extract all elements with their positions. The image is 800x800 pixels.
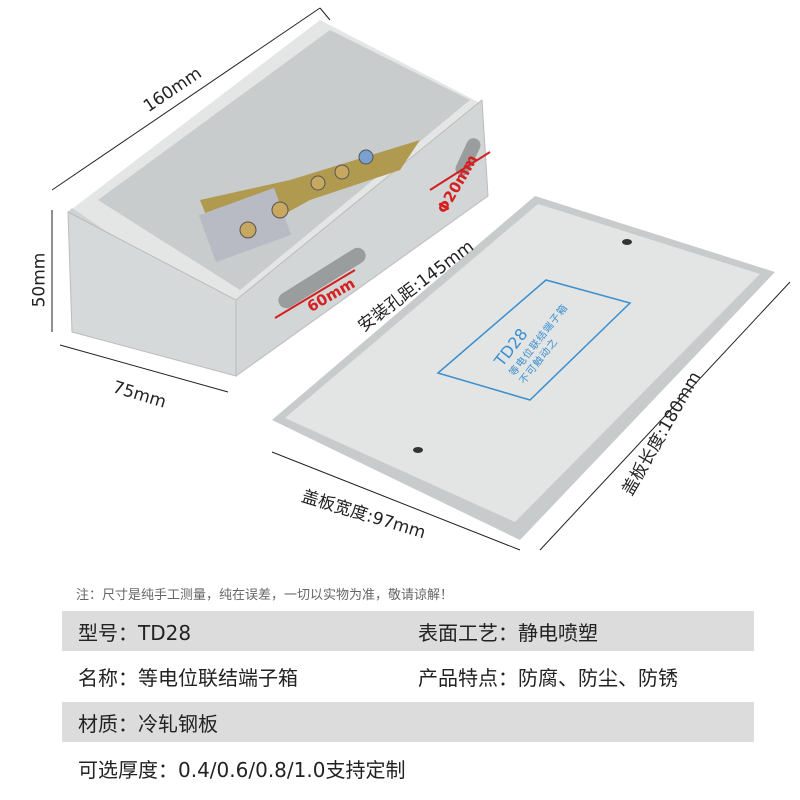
spec-model: 型号：TD28 bbox=[78, 620, 192, 645]
spec-material: 材质：冷轧钢板 bbox=[78, 711, 218, 736]
junction-box bbox=[67, 20, 489, 377]
red-dimension-lines bbox=[274, 151, 491, 319]
measurement-note: 注：尺寸是纯手工测量，纯在误差，一切以实物为准，敬请谅解！ bbox=[76, 588, 454, 603]
product-illustration bbox=[51, 7, 791, 551]
spec-features: 产品特点：防腐、防尘、防锈 bbox=[418, 665, 678, 690]
spec-row: 名称：等电位联结端子箱 产品特点：防腐、防尘、防锈 bbox=[62, 656, 754, 696]
spec-thickness: 可选厚度：0.4/0.6/0.8/1.0支持定制 bbox=[78, 757, 406, 782]
box-height-label: 50mm bbox=[29, 252, 50, 308]
spec-surface: 表面工艺：静电喷塑 bbox=[418, 620, 598, 645]
spec-row: 材质：冷轧钢板 bbox=[62, 702, 754, 742]
spec-row: 可选厚度：0.4/0.6/0.8/1.0支持定制 bbox=[62, 748, 754, 788]
spec-name: 名称：等电位联结端子箱 bbox=[78, 665, 298, 690]
spec-row: 型号：TD28 表面工艺：静电喷塑 bbox=[62, 611, 754, 651]
cover-plate bbox=[272, 196, 775, 540]
